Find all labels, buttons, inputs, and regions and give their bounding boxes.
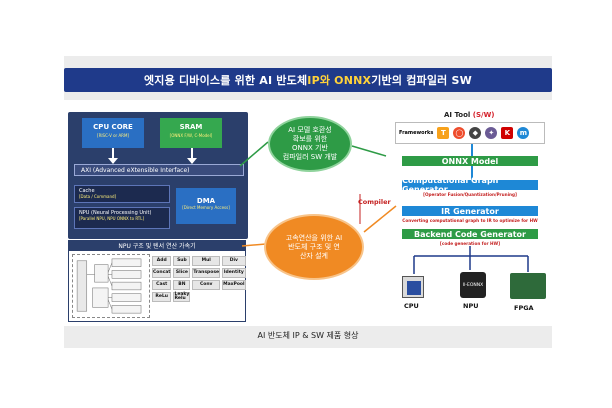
title-text: 엣지용 디바이스를 위한 AI 반도체 <box>143 74 308 87</box>
cpu-core-box: CPU CORE [RISC-V or ARM] <box>82 118 144 148</box>
schematic-block <box>111 270 142 279</box>
onnx-model-label: ONNX Model <box>441 156 499 166</box>
cache-sub: [Data / Command] <box>79 194 117 199</box>
ai-chip-bubble-text: 고속연산을 위한 AI 반도체 구조 및 연 산자 설계 <box>285 233 343 260</box>
frameworks-row: Frameworks T ◯ ◆ ✦ K m <box>395 122 545 144</box>
bus-arrows <box>108 148 197 164</box>
cache-label: Cache <box>79 188 95 194</box>
cgg-box: Computational Graph Generator <box>402 176 538 194</box>
connector-arrows <box>239 141 397 247</box>
arrow-line <box>241 243 267 247</box>
arrow-head <box>187 158 197 164</box>
onnx-compiler-bubble-text: AI 모델 호환성 확보를 위한 ONNX 기반 컴파일러 SW 개발 <box>282 126 338 161</box>
op-maxpool: MaxPool <box>222 280 246 290</box>
sram-label: SRAM <box>179 123 203 131</box>
op-add: Add <box>152 256 172 266</box>
axi-label: AXI (Advanced eXtensible Interface) <box>81 166 190 174</box>
npu-chip-label: II-EONNX <box>462 282 484 288</box>
operator-grid: Add Sub Mul Div Concat Slice Transpose I… <box>152 256 246 318</box>
sram-sub: [ONNX F/W, C-Model] <box>169 133 213 138</box>
bcg-label: Backend Code Generator <box>413 229 526 239</box>
op-slice: Slice <box>173 268 191 278</box>
page-title: 엣지용 디바이스를 위한 AI 반도체 IP와 ONNX 기반의 컴파일러 SW <box>64 68 552 92</box>
op-conv: Conv <box>192 280 221 290</box>
op-leaky-relu: Leaky Relu <box>173 291 191 302</box>
pipeline-arrows <box>471 144 473 180</box>
onnx-icon: ◆ <box>469 127 482 139</box>
cgg-note: [Operator Fusion/Quantization/Pruning] <box>423 192 517 197</box>
title-highlight: IP와 ONNX <box>307 74 372 87</box>
keras-icon: K <box>501 127 514 139</box>
onnx-compiler-bubble: AI 모델 호환성 확보를 위한 ONNX 기반 컴파일러 SW 개발 <box>268 116 352 172</box>
npu-accel-title: NPU 구조 및 텐서 연산 가속기 <box>68 240 246 250</box>
branch-line <box>413 246 529 274</box>
ai-tool-heading: AI Tool (S/W) <box>444 111 494 119</box>
schematic-block <box>111 281 142 291</box>
npu-chip-icon: II-EONNX <box>460 272 486 298</box>
arrow-head <box>108 158 118 164</box>
bcg-note: [code generation for HW] <box>439 241 501 246</box>
sram-box: SRAM [ONNX F/W, C-Model] <box>160 118 222 148</box>
mxnet-icon: m <box>517 127 530 139</box>
target-fpga-label: FPGA <box>514 304 534 312</box>
compiler-label: Compiler <box>358 198 391 206</box>
frameworks-label: Frameworks <box>399 130 434 136</box>
fpga-board-icon <box>510 273 546 299</box>
ai-tool-label: AI Tool <box>444 111 473 119</box>
irg-note: Converting computational graph to IR to … <box>402 218 538 223</box>
cpu-core-sub: [RISC-V or ARM] <box>97 133 129 138</box>
framework-icon: ✦ <box>485 127 498 139</box>
op-concat: Concat <box>152 268 172 278</box>
npu-sub: [Parallel NPU, NPU ONNX to RTL] <box>79 216 145 221</box>
schematic-block <box>94 264 109 283</box>
target-cpu-label: CPU <box>404 302 419 310</box>
op-transpose: Transpose <box>192 268 221 278</box>
tensorflow-icon: T <box>437 127 450 139</box>
op-bn: BN <box>173 280 191 290</box>
schematic-block <box>92 287 109 308</box>
bcg-box: Backend Code Generator <box>402 229 538 239</box>
cgg-label: Computational Graph Generator <box>402 176 499 194</box>
ai-chip-bubble: 고속연산을 위한 AI 반도체 구조 및 연 산자 설계 <box>264 214 364 280</box>
npu-box: NPU (Neural Processing Unit) [Parallel N… <box>74 207 170 229</box>
op-relu: ReLu <box>152 292 172 302</box>
axi-bus: AXI (Advanced eXtensible Interface) <box>74 164 244 176</box>
arrow-line <box>351 145 387 157</box>
ir-generator-label: IR Generator <box>441 206 499 216</box>
cpu-core-label: CPU CORE <box>93 123 133 131</box>
target-branches <box>413 246 529 274</box>
npu-accel-title-text: NPU 구조 및 텐서 연산 가속기 <box>118 242 196 250</box>
onnx-model-box: ONNX Model <box>402 156 538 166</box>
cache-box: Cache [Data / Command] <box>74 185 170 203</box>
schematic-block <box>111 305 142 314</box>
arrow-line <box>239 141 269 167</box>
schematic-wire <box>86 262 113 310</box>
op-mul: Mul <box>192 256 221 266</box>
cpu-chip-die <box>407 281 421 295</box>
dma-box: DMA [Direct Memory Access] <box>176 188 236 224</box>
title-text-end: 기반의 컴파일러 SW <box>371 74 472 87</box>
dma-label: DMA <box>196 197 216 205</box>
schematic-block <box>111 258 142 267</box>
dma-sub: [Direct Memory Access] <box>182 205 230 210</box>
op-identity: Identity <box>222 268 246 278</box>
schematic-block <box>76 260 88 312</box>
op-cast: Cast <box>152 280 172 290</box>
op-div: Div <box>222 256 246 266</box>
cpu-chip-icon <box>402 276 424 298</box>
npu-label: NPU (Neural Processing Unit) <box>79 210 152 216</box>
arrow-line <box>363 205 397 233</box>
op-sub: Sub <box>173 256 191 266</box>
schematic-block <box>111 293 142 302</box>
target-npu-label: NPU <box>463 302 479 310</box>
ir-generator-box: IR Generator <box>402 206 538 216</box>
ai-tool-sw: (S/W) <box>472 111 495 119</box>
pytorch-icon: ◯ <box>453 127 466 139</box>
figure-caption: AI 반도체 IP & SW 제품 형상 <box>257 331 359 340</box>
npu-schematic <box>72 254 150 318</box>
